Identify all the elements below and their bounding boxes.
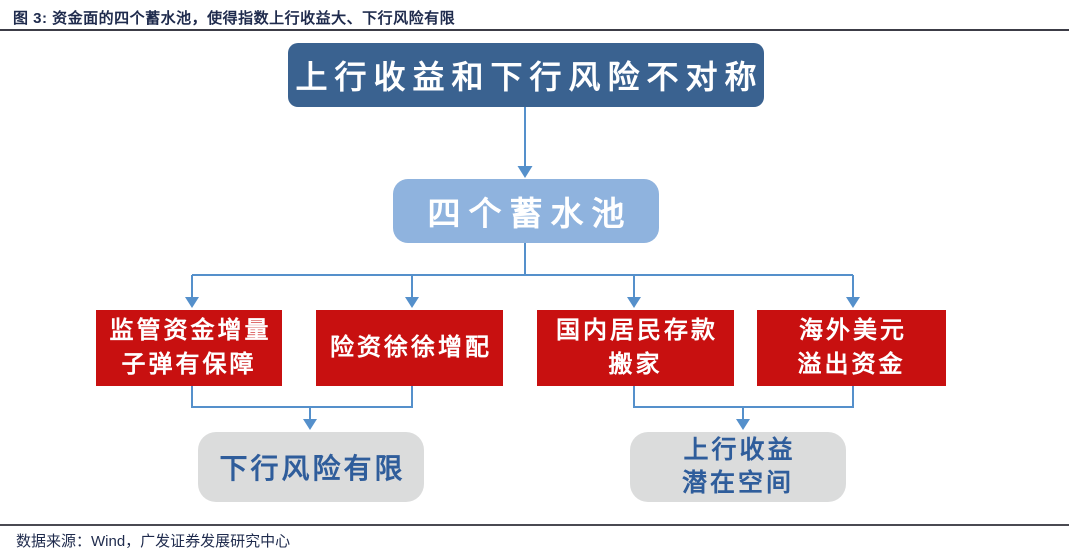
node-branch-overseas-dollar: 海外美元 溢出资金 — [757, 310, 946, 386]
arrowhead-branch-1 — [185, 297, 199, 308]
node-branch-regulatory-funds: 监管资金增量 子弹有保障 — [96, 310, 282, 386]
node-hub: 四个蓄水池 — [393, 179, 659, 243]
arrowhead-branch-3 — [627, 297, 641, 308]
arrowhead-branch-4 — [846, 297, 860, 308]
node-branch-insurance-funds: 险资徐徐增配 — [316, 310, 503, 386]
node-root: 上行收益和下行风险不对称 — [288, 43, 764, 107]
figure-title: 图 3: 资金面的四个蓄水池，使得指数上行收益大、下行风险有限 — [13, 10, 456, 27]
arrowhead-root-hub — [517, 166, 533, 178]
arrowhead-outcome-1 — [303, 419, 317, 430]
arrowhead-branch-2 — [405, 297, 419, 308]
node-outcome-limited-downside: 下行风险有限 — [198, 432, 424, 502]
arrowhead-outcome-2 — [736, 419, 750, 430]
node-outcome-upside-potential: 上行收益 潜在空间 — [630, 432, 846, 502]
figure-source: 数据来源：Wind，广发证券发展研究中心 — [16, 533, 291, 550]
title-divider — [0, 29, 1069, 31]
node-branch-household-deposits: 国内居民存款 搬家 — [537, 310, 734, 386]
source-divider — [0, 524, 1069, 526]
